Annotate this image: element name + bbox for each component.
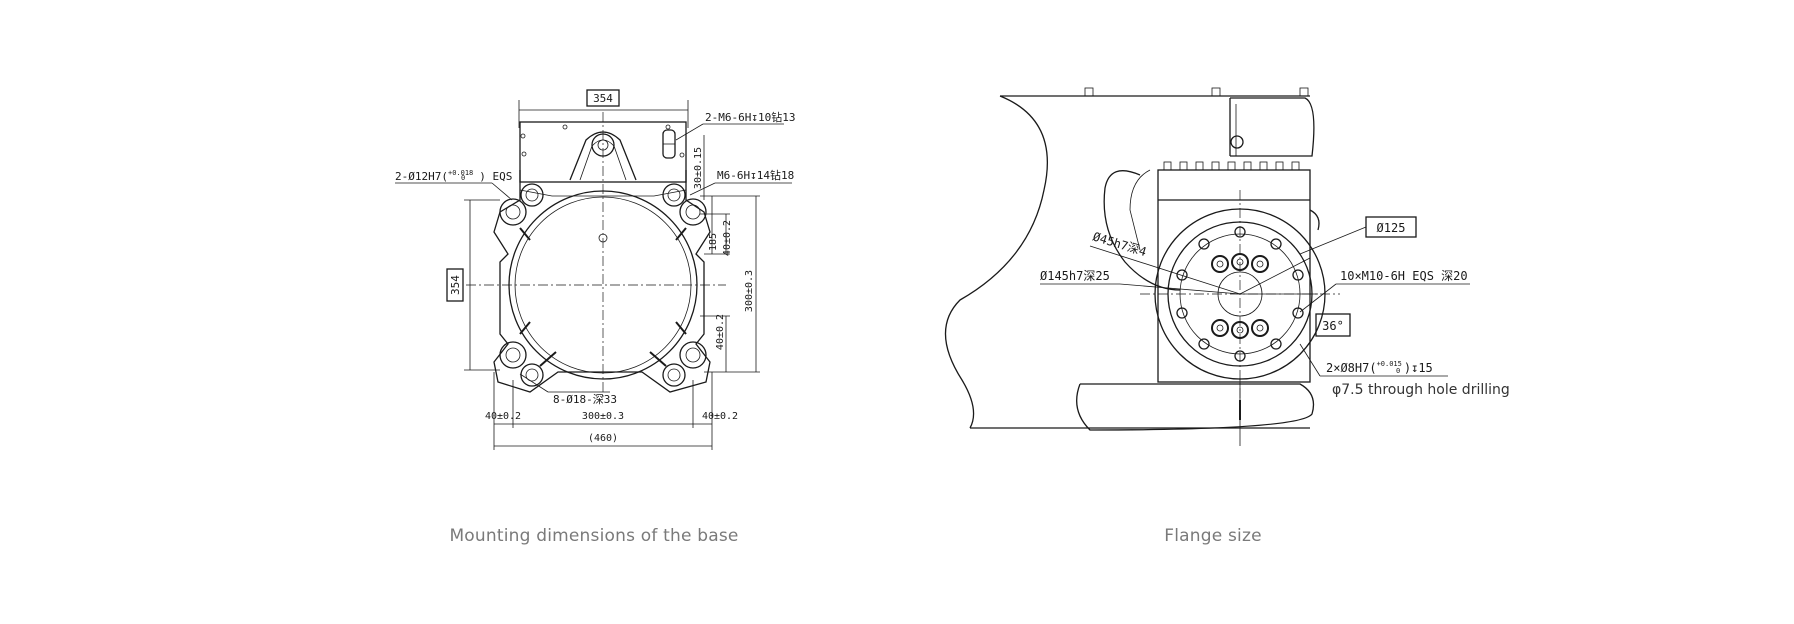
flange-drawing: Ø125 Ø45h7深4 Ø145h7深25 10×M10-6H EQS 深20… (944, 87, 1470, 446)
base-overall-460: (460) (588, 433, 618, 444)
base-caption: Mounting dimensions of the base (449, 526, 739, 546)
base-dim-185: 185 (708, 233, 719, 251)
base-thread-top-label: 2-M6-6H↧10钻13 (705, 110, 795, 124)
base-mounting-holes (499, 183, 707, 387)
flange-inner-holes (1211, 253, 1269, 339)
base-dim-30: 30±0.15 (693, 147, 704, 189)
base-thread-mid-label: M6-6H↧14钻18 (717, 168, 794, 182)
base-dim-top-width: 354 (593, 92, 613, 105)
base-dim-300-right: 300±0.3 (744, 270, 755, 312)
base-holes-8-label: 8-Ø18-深33 (553, 393, 617, 406)
flange-dim-d145: Ø145h7深25 (1040, 269, 1110, 283)
flange-angle-label: 36° (1322, 319, 1344, 333)
flange-pins-tol-lower: 0 (1396, 367, 1400, 375)
base-dim-40-upper: 40±0.2 (722, 220, 733, 256)
flange-pins-label: 2×Ø8H7(+0.015)↧15 (1326, 360, 1433, 375)
base-bottom-300: 300±0.3 (582, 411, 624, 422)
flange-dim-d125: Ø125 (1377, 221, 1406, 235)
flange-bolt-holes (1176, 226, 1304, 362)
base-mounting-drawing: 354 (395, 89, 795, 450)
base-dim-40-lower: 40±0.2 (715, 314, 726, 350)
base-bottom-40-right: 40±0.2 (702, 411, 738, 422)
base-pin-holes-label: 2-Ø12H7(+0.018) EQS (395, 169, 512, 183)
flange-top-bolts (1163, 161, 1300, 171)
flange-threads-label: 10×M10-6H EQS 深20 (1340, 269, 1468, 283)
flange-through-hole-note: φ7.5 through hole drilling (1332, 382, 1510, 398)
base-pin-holes-tol-lower: 0 (461, 174, 465, 182)
base-dim-left-height: 354 (449, 275, 462, 295)
flange-caption: Flange size (1164, 526, 1262, 546)
base-bottom-40-left: 40±0.2 (485, 411, 521, 422)
